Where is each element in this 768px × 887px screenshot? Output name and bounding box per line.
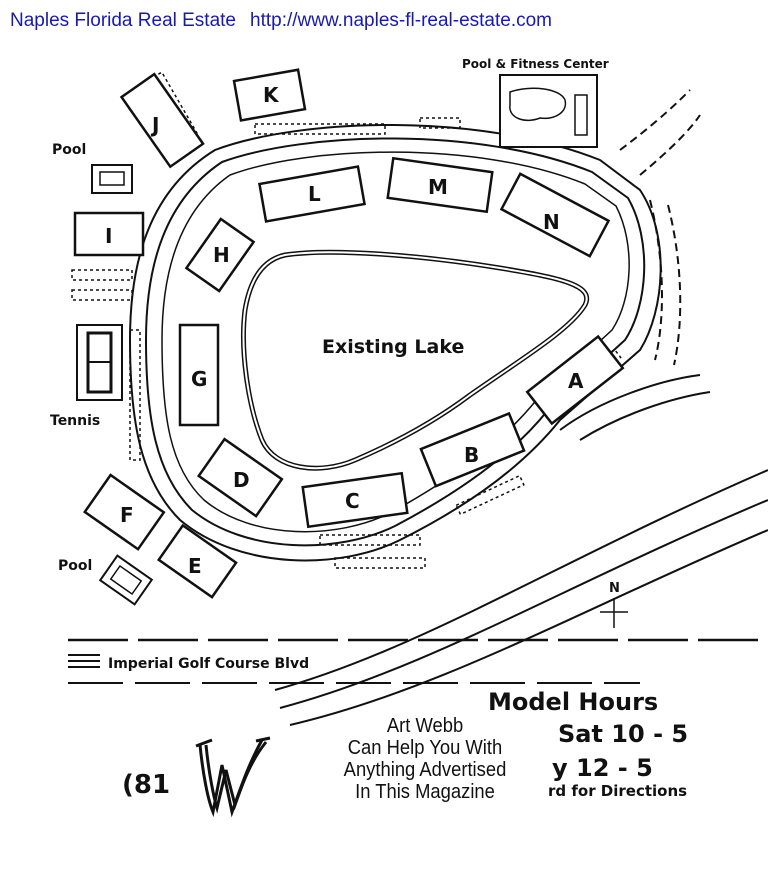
ring-road-inner — [161, 151, 630, 533]
building-label-d: D — [233, 468, 250, 492]
building-label-e: E — [188, 554, 202, 578]
site-name[interactable]: Naples Florida Real Estate — [10, 10, 236, 31]
building-label-b: B — [464, 443, 479, 467]
pool-top[interactable] — [91, 164, 133, 194]
north-arrow-icon — [600, 598, 628, 628]
building-d[interactable] — [196, 437, 284, 518]
building-m[interactable] — [386, 156, 494, 214]
hours-title: Model Hours — [488, 688, 659, 716]
building-n[interactable] — [499, 172, 611, 258]
building-j[interactable] — [119, 72, 205, 169]
ring-road-outer-2 — [144, 137, 646, 547]
building-l[interactable] — [258, 165, 366, 223]
building-label-h: H — [213, 243, 230, 267]
model-hours: Model Hours Sat 10 - 5 y 12 - 5 rd for D… — [488, 688, 758, 800]
building-label-k: K — [263, 83, 280, 107]
ad-text: Art Webb Can Help You With Anything Adve… — [305, 715, 545, 803]
building-label-g: G — [191, 367, 207, 391]
east-access-road — [619, 89, 701, 366]
lake-outline — [241, 249, 590, 471]
building-e[interactable] — [157, 523, 238, 599]
building-label-a: A — [568, 369, 584, 393]
art-webb-logo — [195, 736, 271, 818]
south-curved-road — [274, 469, 768, 726]
phone-number: (81 — [122, 770, 171, 800]
north-label: N — [609, 581, 620, 596]
ad-line-2: Can Help You With — [347, 737, 503, 759]
south-east-road — [559, 374, 711, 441]
pool-bottom-label: Pool — [58, 558, 92, 574]
building-b[interactable] — [419, 411, 526, 488]
pool-bottom[interactable] — [98, 554, 154, 606]
building-label-m: M — [428, 175, 448, 199]
building-label-l: L — [308, 182, 321, 206]
tennis-label: Tennis — [50, 413, 100, 429]
building-label-c: C — [345, 489, 360, 513]
building-label-f: F — [120, 503, 134, 527]
pool-top-label: Pool — [52, 142, 86, 158]
building-label-n: N — [543, 210, 560, 234]
hours-line-2: y 12 - 5 — [552, 754, 653, 782]
building-a[interactable] — [525, 334, 625, 426]
hours-line-1: Sat 10 - 5 — [558, 720, 689, 748]
building-i[interactable] — [73, 211, 145, 257]
building-c[interactable] — [301, 471, 409, 529]
ad-line-3: Anything Advertised — [343, 759, 507, 781]
building-label-j: J — [150, 113, 159, 137]
pool-fitness-center[interactable] — [499, 74, 598, 148]
building-f[interactable] — [83, 473, 166, 551]
building-label-i: I — [105, 224, 112, 248]
site-url-link[interactable]: http://www.naples-fl-real-estate.com — [250, 10, 553, 31]
ad-line-4: In This Magazine — [355, 781, 495, 803]
page-header: Naples Florida Real Estate http://www.nap… — [10, 10, 552, 32]
building-h[interactable] — [184, 217, 256, 293]
ad-line-1: Art Webb — [386, 715, 464, 737]
lake-label: Existing Lake — [322, 336, 464, 358]
hours-line-3: rd for Directions — [548, 782, 688, 800]
building-g[interactable] — [178, 323, 220, 427]
pool-fitness-label: Pool & Fitness Center — [462, 57, 609, 71]
road-label: Imperial Golf Course Blvd — [108, 656, 309, 672]
building-k[interactable] — [232, 68, 307, 122]
